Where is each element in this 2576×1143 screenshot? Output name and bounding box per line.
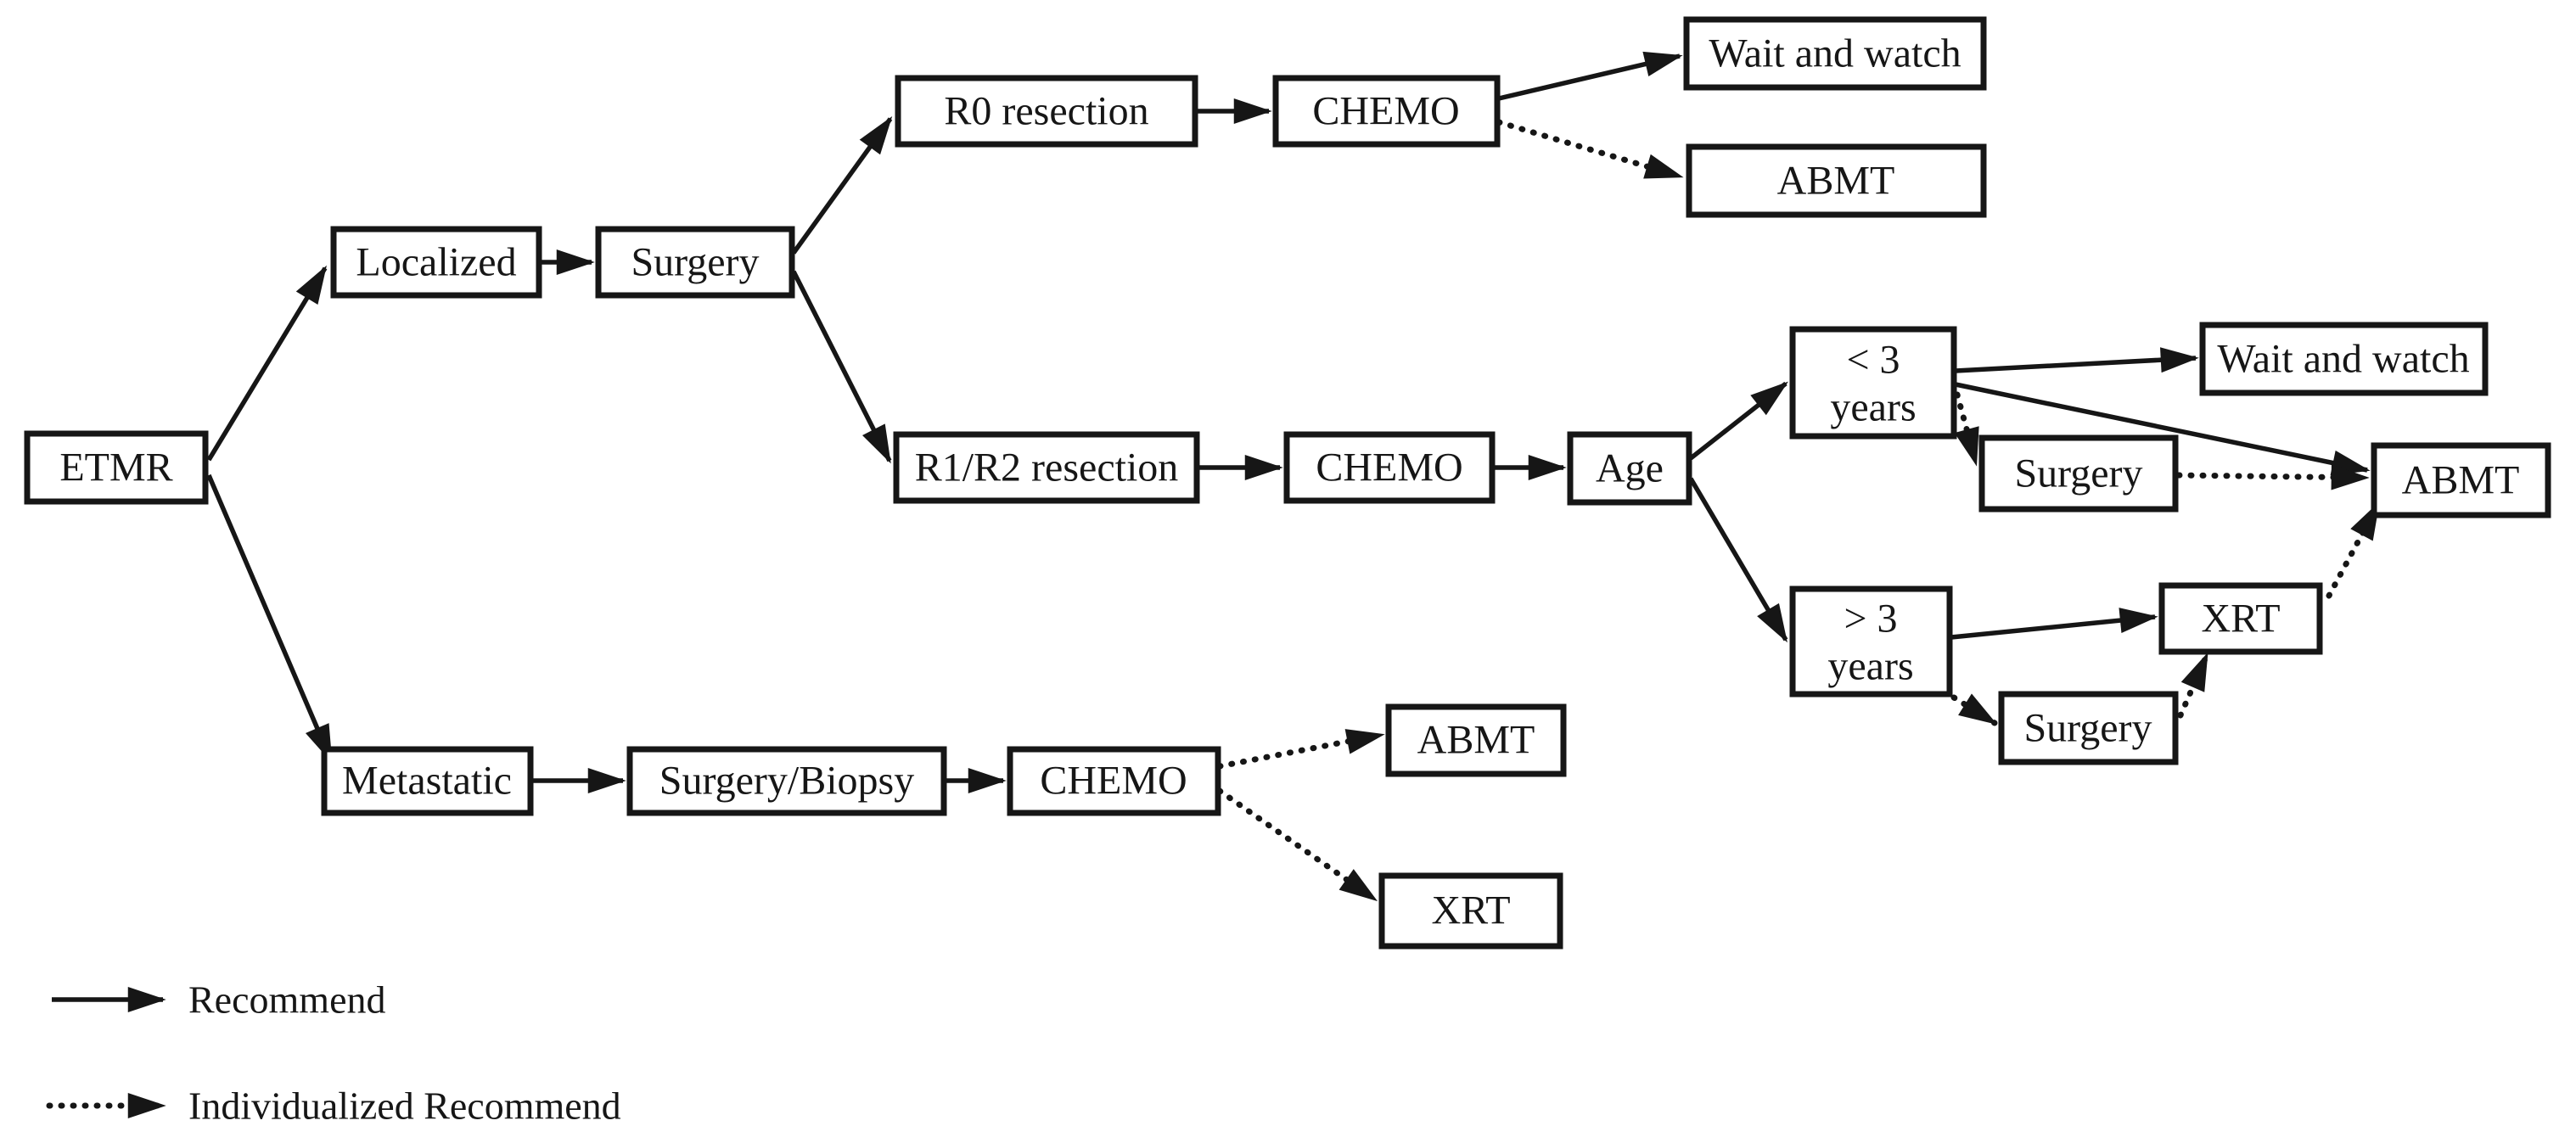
node-under-3-years: < 3 years	[1789, 326, 1957, 440]
legend: Recommend Individualized Recommend	[46, 978, 621, 1128]
edge-etmr-metastatic	[206, 473, 334, 764]
edge-lt3-surgery-dotted	[1954, 391, 1979, 467]
node-abmt-age: ABMT	[2371, 442, 2551, 518]
edge-surgery-abmt-dotted	[2175, 464, 2370, 490]
wait-and-watch-r0-label: Wait and watch	[1709, 31, 1961, 76]
over-3-years-line1: > 3	[1844, 597, 1897, 642]
xrt-metastatic-label: XRT	[1431, 888, 1510, 933]
edge-chemo-waitwatch	[1498, 51, 1683, 101]
edge-gt3-xrt	[1950, 608, 2158, 640]
edge-chemo-abmt-dotted	[1496, 119, 1684, 180]
edge-age-lt3	[1689, 381, 1788, 461]
r1r2-resection-box	[893, 431, 1200, 504]
surgery-localized-box	[595, 226, 795, 299]
localized-box	[330, 226, 542, 299]
node-abmt-metastatic: ABMT	[1385, 703, 1567, 777]
surgery-localized-label: Surgery	[631, 240, 759, 285]
xrt-gt3-label: XRT	[2201, 597, 2280, 642]
r0-resection-label: R0 resection	[944, 89, 1148, 134]
surgery-gt3-box	[1998, 691, 2179, 765]
xrt-metastatic-box	[1378, 872, 1563, 950]
node-r0-resection: R0 resection	[895, 75, 1198, 148]
under-3-years-box	[1789, 326, 1957, 440]
abmt-metastatic-box	[1385, 703, 1567, 777]
node-wait-and-watch-lt3: Wait and watch	[2199, 322, 2489, 396]
chemo-metastatic-box	[1007, 746, 1221, 816]
node-chemo-r1r2: CHEMO	[1283, 431, 1496, 504]
edge-gt3-surgery-dotted	[1950, 693, 1998, 726]
surgery-biopsy-box	[626, 746, 947, 816]
legend-solid-label: Recommend	[188, 978, 386, 1022]
chemo-r1r2-box	[1283, 431, 1496, 504]
node-localized: Localized	[330, 226, 542, 299]
chemo-r0-label: CHEMO	[1312, 89, 1459, 134]
edge-etmr-localized	[206, 265, 328, 462]
age-box	[1567, 431, 1692, 506]
abmt-age-label: ABMT	[2402, 458, 2520, 503]
node-over-3-years: > 3 years	[1789, 586, 1953, 698]
legend-dotted-label: Individualized Recommend	[188, 1084, 621, 1128]
abmt-r0-box	[1686, 143, 1987, 218]
chemo-r1r2-label: CHEMO	[1316, 445, 1462, 490]
surgery-biopsy-label: Surgery/Biopsy	[659, 759, 914, 804]
abmt-metastatic-label: ABMT	[1417, 718, 1535, 763]
r0-resection-box	[895, 75, 1198, 148]
metastatic-label: Metastatic	[342, 759, 512, 804]
node-r1r2-resection: R1/R2 resection	[893, 431, 1200, 504]
edge-surgery-r0	[791, 115, 893, 255]
edge-lt3-abmt	[1955, 382, 2371, 476]
wait-and-watch-lt3-label: Wait and watch	[2217, 337, 2469, 382]
surgery-lt3-label: Surgery	[2014, 451, 2142, 496]
localized-label: Localized	[356, 240, 516, 285]
edge-age-gt3	[1688, 477, 1788, 643]
edge-chemo-abmt-met-dotted	[1216, 729, 1385, 770]
under-3-years-line2: years	[1830, 385, 1916, 430]
edge-surgery-xrt-dotted	[2177, 652, 2210, 719]
node-metastatic: Metastatic	[321, 746, 534, 816]
xrt-gt3-box	[2158, 582, 2323, 655]
node-age: Age	[1567, 431, 1692, 506]
node-xrt-metastatic: XRT	[1378, 872, 1563, 950]
node-surgery-gt3: Surgery	[1998, 691, 2179, 765]
individualized-edges	[1216, 119, 2382, 903]
node-chemo-r0: CHEMO	[1272, 75, 1501, 148]
edge-chemo-xrt-met-dotted	[1216, 787, 1378, 903]
node-surgery-biopsy: Surgery/Biopsy	[626, 746, 947, 816]
surgery-lt3-box	[1978, 434, 2179, 513]
abmt-r0-label: ABMT	[1777, 159, 1895, 204]
abmt-age-box	[2371, 442, 2551, 518]
node-chemo-metastatic: CHEMO	[1007, 746, 1221, 816]
under-3-years-line1: < 3	[1846, 338, 1900, 383]
node-etmr: ETMR	[24, 430, 209, 505]
etmr-label: ETMR	[59, 445, 172, 490]
node-xrt-gt3: XRT	[2158, 582, 2323, 655]
over-3-years-box	[1789, 586, 1953, 698]
edge-surgery-r1r2	[791, 270, 892, 464]
chemo-metastatic-label: CHEMO	[1040, 759, 1187, 804]
wait-and-watch-lt3-box	[2199, 322, 2489, 396]
chemo-r0-box	[1272, 75, 1501, 148]
edge-lt3-waitwatch	[1955, 347, 2199, 373]
node-surgery-localized: Surgery	[595, 226, 795, 299]
node-surgery-lt3: Surgery	[1978, 434, 2179, 513]
recommend-edges	[206, 51, 2371, 793]
wait-and-watch-r0-box	[1683, 16, 1987, 91]
node-abmt-r0: ABMT	[1686, 143, 1987, 218]
age-label: Age	[1596, 446, 1664, 491]
metastatic-box	[321, 746, 534, 816]
r1r2-resection-label: R1/R2 resection	[915, 445, 1179, 490]
edge-xrt-abmt-dotted	[2326, 501, 2382, 599]
surgery-gt3-label: Surgery	[2023, 706, 2152, 751]
over-3-years-line2: years	[1827, 644, 1913, 689]
node-wait-and-watch-r0: Wait and watch	[1683, 16, 1987, 91]
etmr-box	[24, 430, 209, 505]
